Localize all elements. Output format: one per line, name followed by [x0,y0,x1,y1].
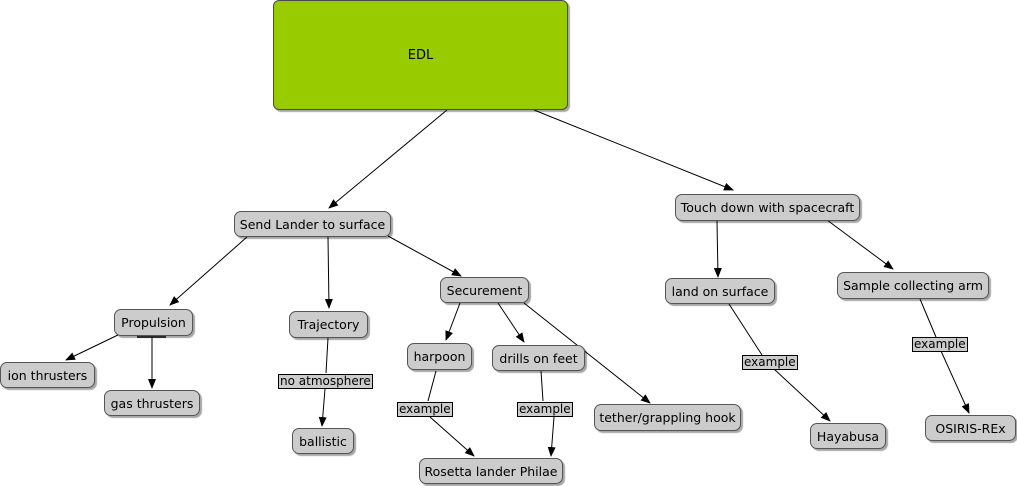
edge-land-example [728,303,763,356]
node-securement-label: Securement [446,282,523,298]
node-hayabusa[interactable]: Hayabusa [810,423,886,449]
node-ballistic-label: ballistic [299,433,347,449]
node-trajectory-label: Trajectory [297,317,360,332]
node-propulsion-label: Propulsion [121,315,186,330]
node-rosetta-label: Rosetta lander Philae [424,463,558,479]
node-propulsion[interactable]: Propulsion [114,309,193,336]
edge-root-send-lander [328,109,448,209]
link-label-example-drills: example [517,402,573,417]
node-tether-label: tether/grappling hook [599,410,736,425]
node-ion-thrusters-label: ion thrusters [7,367,88,383]
node-drills-on-feet[interactable]: drills on feet [492,345,585,371]
node-land-on-surface-label: land on surface [671,283,769,299]
edge-example-rosetta-2 [547,416,556,457]
node-hayabusa-label: Hayabusa [816,428,880,444]
node-rosetta[interactable]: Rosetta lander Philae [419,458,563,484]
link-label-example-harpoon: example [397,402,453,417]
link-label-example-land: example [742,355,798,370]
node-securement[interactable]: Securement [440,277,529,303]
node-land-on-surface[interactable]: land on surface [665,278,775,304]
node-ballistic[interactable]: ballistic [292,428,354,454]
node-edl[interactable]: EDL [273,0,568,110]
edge-send-lander-propulsion [169,236,248,306]
node-touch-down[interactable]: Touch down with spacecraft [675,194,860,221]
edge-send-lander-securement [387,235,462,277]
edge-noatm-ballistic [318,388,327,427]
node-harpoon-label: harpoon [413,349,466,364]
node-tether[interactable]: tether/grappling hook [594,404,741,431]
node-drills-on-feet-label: drills on feet [499,350,578,366]
edge-trajectory-noatm [325,337,329,374]
edge-harpoon-example [427,370,437,402]
node-sample-arm-label: Sample collecting arm [843,278,983,293]
node-gas-thrusters-label: gas thrusters [110,395,194,411]
edge-arm-example [919,298,937,338]
edge-securement-tether [523,302,651,404]
node-trajectory[interactable]: Trajectory [289,311,368,338]
link-label-example-arm: example [912,337,968,352]
node-gas-thrusters[interactable]: gas thrusters [104,390,200,416]
edge-securement-harpoon [445,302,461,341]
node-edl-label: EDL [407,47,434,63]
node-ion-thrusters[interactable]: ion thrusters [0,362,95,388]
node-send-lander[interactable]: Send Lander to surface [234,211,391,237]
node-sample-arm[interactable]: Sample collecting arm [837,272,989,299]
edge-touch-land [713,220,722,278]
edge-example-hayabusa [773,368,831,422]
edge-securement-drills [497,302,525,343]
link-label-no-atmosphere: no atmosphere [278,374,373,389]
node-touch-down-label: Touch down with spacecraft [680,200,855,215]
node-osiris-label: OSIRIS-REx [935,420,1006,436]
edge-send-lander-trajectory [324,236,333,309]
edge-root-touch-down [533,109,734,191]
node-harpoon[interactable]: harpoon [407,343,472,370]
edge-example-osiris [940,350,970,414]
node-send-lander-label: Send Lander to surface [239,216,386,232]
edge-touch-arm [826,219,894,270]
edge-example-rosetta [429,416,475,457]
node-osiris[interactable]: OSIRIS-REx [925,415,1016,441]
edge-drills-example [540,370,544,402]
edge-propulsion-ion [65,333,121,361]
